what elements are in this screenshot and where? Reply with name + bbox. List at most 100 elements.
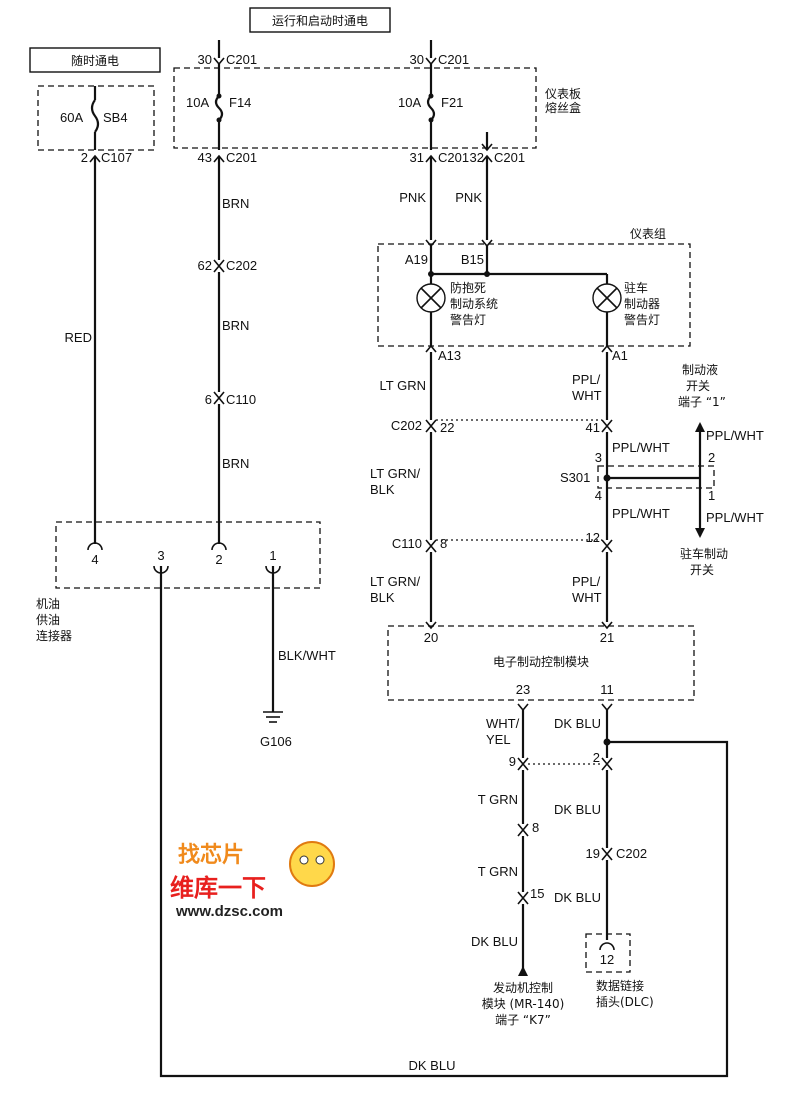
fluid-switch-l2: 开关 [686,379,710,393]
pin-a19: A19 [405,252,428,267]
dlc-l1: 数据链接 [596,978,644,993]
dlc-pin-icon [599,942,615,951]
svg-text:1: 1 [269,548,276,563]
pin-19: 19 [586,846,600,861]
f21-name: F21 [441,95,463,110]
oil-connector-l2: 供油 [36,613,60,627]
wire-ppl-wht-1a: PPL/ [572,372,601,387]
wire-ppl-wht-4a: PPL/ [572,574,601,589]
svg-text:www.dzsc.com: www.dzsc.com [175,903,283,920]
abs-lamp-l1: 防抱死 [450,280,486,295]
c201-label-31: C201 [438,150,469,165]
s301-pin-3: 3 [595,450,602,465]
c110-label-mid: C110 [392,536,422,551]
wire-dk-blu-bottom: DK BLU [409,1058,456,1073]
park-lamp-l1: 驻车 [624,280,648,295]
s301-label: S301 [560,470,590,485]
wire-brn-2: BRN [222,318,249,333]
ebcm-pin-23: 23 [516,682,530,697]
s301-pin-4: 4 [595,488,602,503]
pin-15: 15 [530,886,544,901]
oil-connector-box [55,521,321,589]
wire-fluid-switch: PPL/WHT [706,428,764,443]
fuse-box-label-1: 仪表板 [545,87,581,101]
pin-2: 2 [593,750,600,765]
oil-connector-l3: 连接器 [36,628,72,643]
c110-pin-12: 12 [586,530,600,545]
f21-top-pin: 30 [410,52,424,67]
dlc-pin-12: 12 [600,952,614,967]
wire-dk-blu-3: DK BLU [554,890,601,905]
svg-text:3: 3 [157,548,164,563]
dlc-box [585,933,631,973]
svg-text:2: 2 [215,552,222,567]
c107-label: C107 [101,150,132,165]
f14-bottom-conn: C201 [226,150,257,165]
c110-label-left: C110 [226,392,256,407]
f21-fuse-symbol [426,95,436,121]
fluid-switch-l1: 制动液 [682,362,718,377]
splice-pin-1: 1 [708,488,715,503]
dlc-l2: 插头(DLC) [596,995,654,1009]
wire-ppl-wht-3: PPL/WHT [612,506,670,521]
wire-park-switch: PPL/WHT [706,510,764,525]
f21-top-conn: C201 [438,52,469,67]
c202-label-bottom: C202 [616,846,647,861]
ip-fuse-box [173,67,537,149]
wire-t-grn-1: T GRN [478,792,518,807]
ecm-l1: 发动机控制 [493,980,553,995]
f14-bottom-pin: 43 [198,150,212,165]
wire-blk-wht-label: BLK/WHT [278,648,336,663]
abs-lamp-l2: 制动系统 [450,297,498,311]
ground-icon [263,711,283,723]
ecm-l2: 模块 (MR-140) [482,997,565,1011]
park-switch-l2: 开关 [690,563,714,577]
c202-pin-41: 41 [586,420,600,435]
ebcm-pin-21: 21 [600,630,614,645]
wire-dk-blu-2: DK BLU [554,802,601,817]
ebcm-box [387,625,695,701]
sb4-fuse-symbol [90,99,100,133]
ecm-l3: 端子 “K7” [495,1013,551,1027]
cluster-title: 仪表组 [630,227,666,241]
header-always-box [29,47,161,73]
wire-pnk-b: PNK [455,190,482,205]
c202-label-mid: C202 [391,418,422,433]
wire-ppl-wht-2: PPL/WHT [612,440,670,455]
wire-wht-yel-a: WHT/ [486,716,520,731]
f14-top-conn: C201 [226,52,257,67]
park-lamp-l2: 制动器 [624,297,660,311]
f14-name: F14 [229,95,251,110]
fuse-box-label-2: 熔丝盒 [545,100,581,115]
watermark-logo: 找芯片 维库一下 www.dzsc.com [170,841,335,920]
abs-warning-lamp-icon [416,283,446,313]
ebcm-title: 电子制动控制模块 [493,655,589,669]
sb4-amp: 60A [60,110,83,125]
pin-b15: B15 [461,252,484,267]
wire-t-grn-2: T GRN [478,864,518,879]
f21-amp: 10A [398,95,421,110]
fluid-switch-l3: 端子 “1” [678,395,726,409]
wire-ppl-wht-4b: WHT [572,590,602,605]
wire-lt-grn-blk-2b: BLK [370,590,395,605]
c110-pin-8: 8 [440,536,447,551]
wire-pnk-a: PNK [399,190,426,205]
c107-pin: 2 [81,150,88,165]
park-brake-lamp-icon [592,283,622,313]
wire-wht-yel-b: YEL [486,732,511,747]
c202-label-left: C202 [226,258,257,273]
oil-pin-2: 2 [211,542,227,567]
sb4-name: SB4 [103,110,128,125]
wire-brn-3: BRN [222,456,249,471]
f14-amp: 10A [186,95,209,110]
header-always: 随时通电 [71,53,119,68]
park-switch-l1: 驻车制动 [680,546,728,561]
wire-brn-1: BRN [222,196,249,211]
oil-connector-l1: 机油 [36,597,60,611]
wire-dk-blu-ecm: DK BLU [471,934,518,949]
wire-red-label: RED [65,330,92,345]
pin-8: 8 [532,820,539,835]
wire-lt-grn-blk-1b: BLK [370,482,395,497]
svg-text:维库一下: 维库一下 [170,874,266,902]
c201-pin-32: 32 [470,150,484,165]
